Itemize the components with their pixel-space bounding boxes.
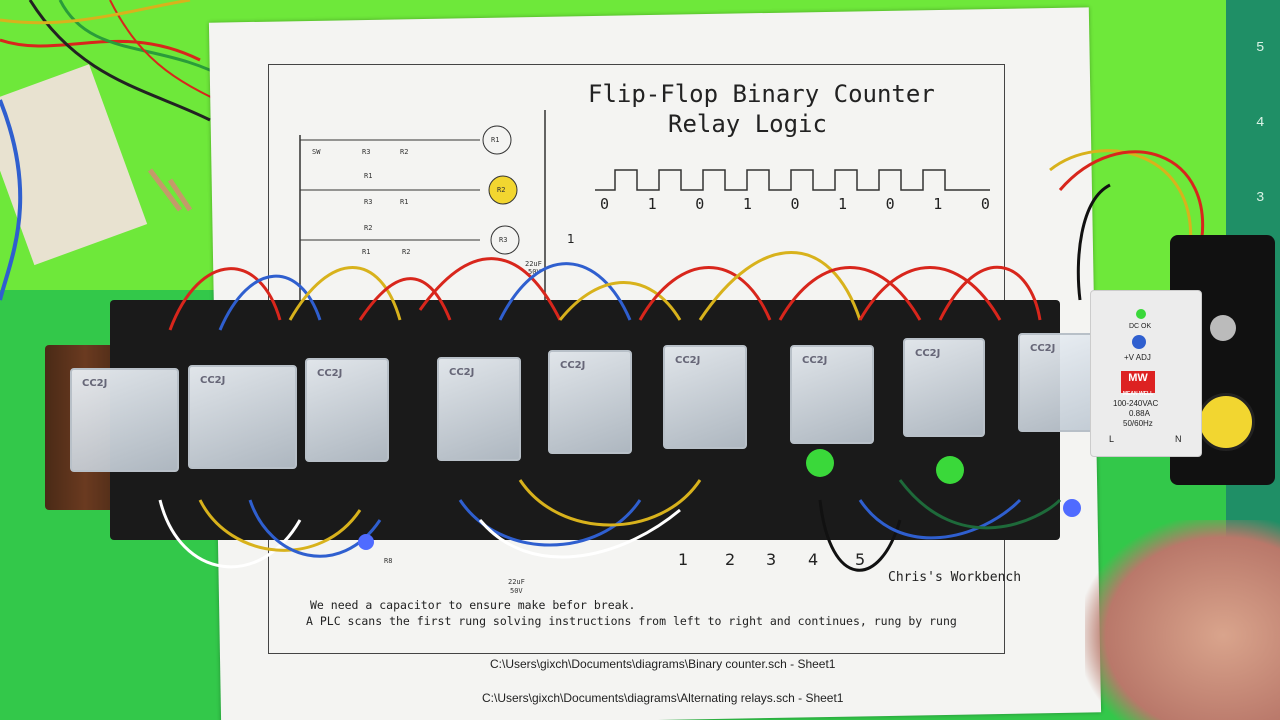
relay-brand: CC2J [82, 378, 108, 389]
coil-r2-highlighted [488, 175, 518, 205]
cap-voltage-bottom: 50V [510, 587, 523, 595]
hand [1085, 520, 1280, 720]
bit-value: 0 [695, 195, 705, 213]
rung-number: 5 [855, 550, 866, 569]
contact-label: R1 [362, 248, 371, 256]
bit-value: 1 [742, 195, 752, 213]
ruler-mark: 3 [1256, 190, 1265, 206]
diagram-title-line1: Flip-Flop Binary Counter [588, 80, 935, 108]
relay-brand: CC2J [915, 348, 941, 359]
relay: CC2J [790, 345, 874, 444]
contact-label: R2 [400, 148, 409, 156]
ruler-mark: 4 [1256, 115, 1265, 131]
relay-brand: CC2J [449, 367, 475, 378]
bit-value: 1 [838, 195, 848, 213]
coil-r3 [490, 225, 520, 255]
bit-value: 0 [790, 195, 800, 213]
file-path: C:\Users\gixch\Documents\diagrams\Altern… [482, 691, 844, 705]
psu-terminal-n: N [1175, 434, 1182, 444]
yellow-push-button[interactable] [1197, 393, 1255, 451]
psu-current-rating: 0.88A [1129, 409, 1150, 418]
blue-led [358, 534, 374, 550]
cap-label-top: 22uF [525, 260, 542, 268]
rung-number: 2 [725, 550, 736, 569]
workbench-credit: Chris's Workbench [888, 570, 1022, 585]
relay-brand: CC2J [802, 355, 828, 366]
coil-r1 [482, 125, 512, 155]
dc-ok-label: DC OK [1129, 323, 1152, 330]
relay: CC2J [305, 358, 389, 462]
bit-value: 0 [600, 195, 610, 213]
green-led [806, 449, 834, 477]
relay: CC2J [188, 365, 297, 469]
clock-waveform [595, 169, 990, 191]
relay: CC2J [903, 338, 985, 437]
bit-value: 0 [885, 195, 895, 213]
relay: CC2J [1018, 333, 1097, 432]
switch-label: SW [312, 148, 321, 156]
bit-value: 1 [647, 195, 657, 213]
dc-ok-led [1136, 309, 1146, 319]
coil-label-r2: R2 [497, 186, 506, 194]
cap-voltage-top: 50V [528, 268, 541, 276]
contact-label: R1 [364, 172, 373, 180]
diagram-title-line2: Relay Logic [668, 110, 827, 138]
cap-label-bottom: 22uF [508, 578, 525, 586]
coil-label-r1: R1 [491, 136, 500, 144]
toggle-switch[interactable] [1210, 315, 1236, 341]
contact-label: R2 [402, 248, 411, 256]
rung-number: 4 [808, 550, 819, 569]
contact-label: R2 [364, 224, 373, 232]
file-path: C:\Users\gixch\Documents\diagrams\Binary… [490, 657, 836, 671]
relay: CC2J [70, 368, 179, 472]
relay-brand: CC2J [675, 355, 701, 366]
relay-brand: CC2J [1030, 343, 1056, 354]
v-adj-label: +V ADJ [1124, 353, 1151, 362]
relay: CC2J [548, 350, 632, 454]
contact-label: R3 [362, 148, 371, 156]
contact-label: R3 [364, 198, 373, 206]
relay: CC2J [663, 345, 747, 449]
voltage-adjust-knob[interactable] [1132, 335, 1146, 349]
diagram-note: A PLC scans the first rung solving instr… [306, 614, 957, 628]
bit-sequence: 0 1 0 1 0 1 0 1 0 [600, 195, 990, 213]
rung-number: 3 [766, 550, 777, 569]
rung-number: 1 [678, 550, 689, 569]
bit-value: 0 [980, 195, 990, 213]
coil-label-r3: R3 [499, 236, 508, 244]
diagram-note: We need a capacitor to ensure make befor… [310, 598, 636, 612]
relay: CC2J [437, 357, 521, 461]
bit-value: 1 [933, 195, 943, 213]
psu-frequency: 50/60Hz [1123, 419, 1153, 428]
rung-left-number: 1 [567, 232, 575, 246]
relay-brand: CC2J [317, 368, 343, 379]
contact-label: R8 [384, 557, 393, 565]
relay-brand: CC2J [560, 360, 586, 371]
green-led [936, 456, 964, 484]
blue-led [1063, 499, 1081, 517]
relay-brand: CC2J [200, 375, 226, 386]
ruler-mark: 5 [1256, 40, 1265, 56]
contact-label: R1 [400, 198, 409, 206]
psu-terminal-l: L [1109, 434, 1115, 444]
psu-input-rating: 100-240VAC [1113, 399, 1159, 408]
